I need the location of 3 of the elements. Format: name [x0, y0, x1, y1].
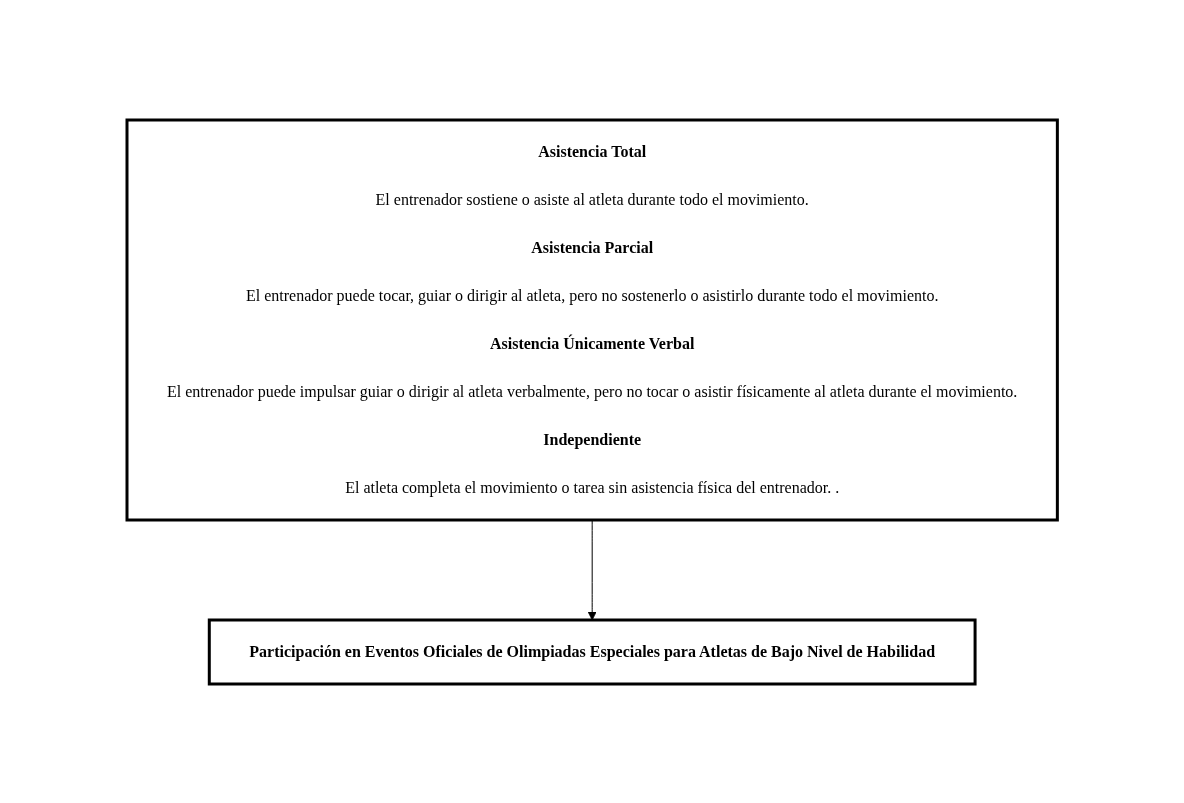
arrow [587, 519, 597, 620]
node-box: Participación en Eventos Oficiales de Olimpiadas Especiales para Atletas de Bajo Nivel de Habilidad [207, 618, 977, 685]
node-box: Asistencia Total El entrenador sostiene o asiste al atleta durante todo el movimiento. Asistencia Parcial El entrenador puede tocar, guiar o dirigir al atleta, pero no sostenerlo o asistirlo durante todo el movimiento. Asistencia Únicamente Verbal El entrenador puede impulsar guiar o dirigir al atleta verbalmente, pero no tocar o asistir físicamente al atleta durante el movimiento. Independiente El atleta completa el movimiento o tarea sin asistencia física del entrenador. . [125, 118, 1059, 521]
